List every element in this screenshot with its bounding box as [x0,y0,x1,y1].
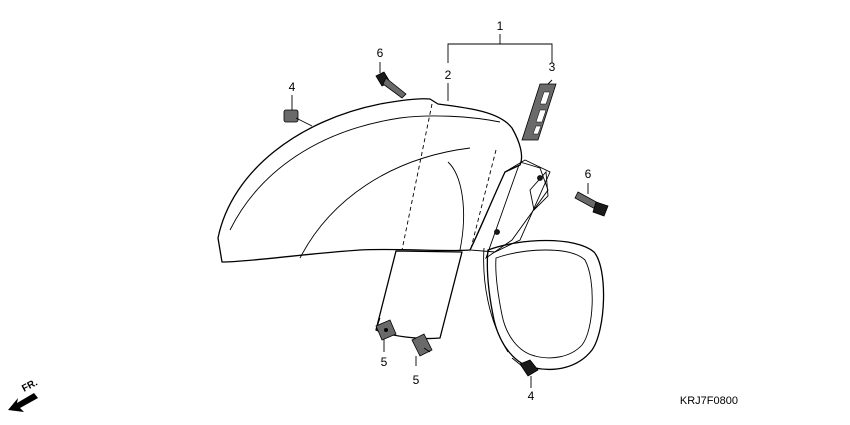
front-direction-arrow-icon: FR. [8,377,40,412]
garnish-part [521,83,557,141]
rear-fender-part [483,161,605,371]
callout-4-lower: 4 [528,389,535,403]
leader-lines [291,34,589,388]
screw-lower-right-part [511,357,539,377]
clip-left-part [375,319,397,341]
front-fender-part [217,98,551,340]
callout-5-right: 5 [413,373,420,387]
bolt-right-part [574,191,609,217]
callout-4-upper: 4 [289,80,296,94]
callout-6-right: 6 [585,167,592,181]
callout-5-left: 5 [381,355,388,369]
callout-6-top: 6 [377,46,384,60]
direction-label: FR. [20,377,40,394]
clip-right-part [411,333,433,357]
drawing-code: KRJ7F0800 [680,395,738,407]
callout-2: 2 [445,68,452,82]
screw-upper-left-part [283,109,313,127]
callout-1: 1 [497,19,504,33]
callout-3: 3 [549,60,556,74]
bolt-top-part [375,71,407,99]
